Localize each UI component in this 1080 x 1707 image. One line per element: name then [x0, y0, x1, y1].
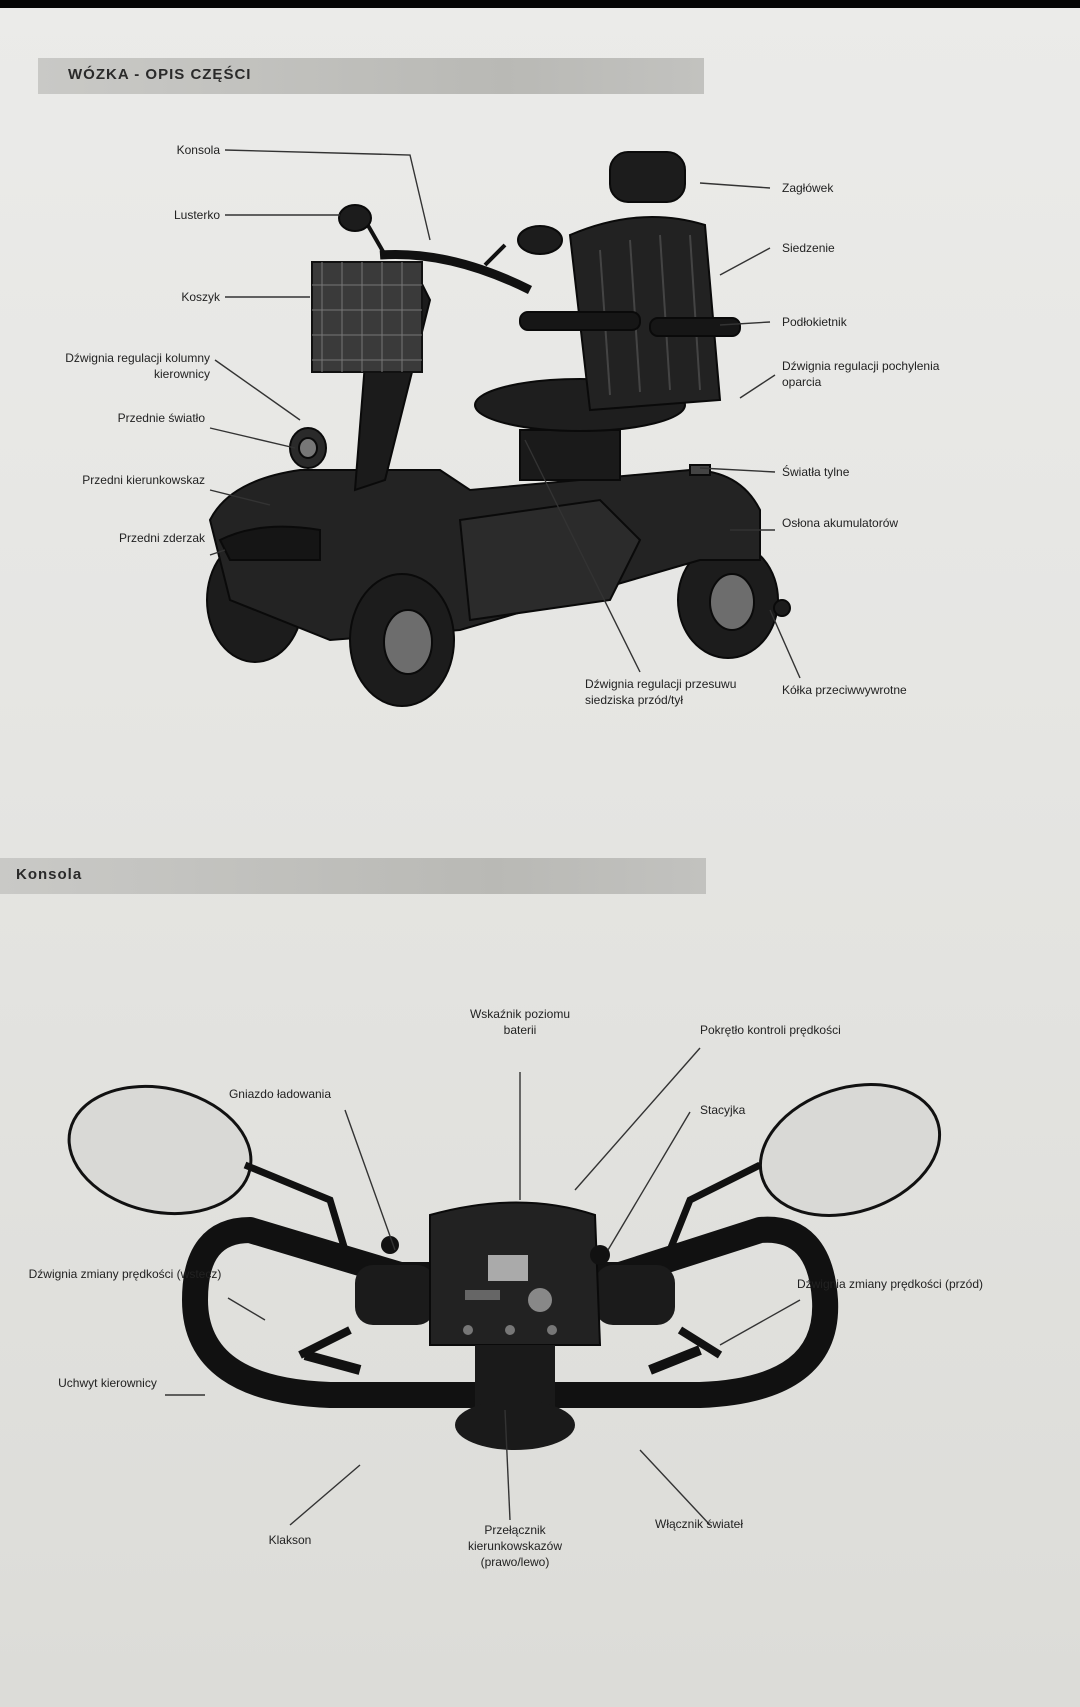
label-dzwignia-siedziska: Dźwignia regulacji przesuwu siedziska pr… — [585, 677, 737, 707]
label-koszyk: Koszyk — [181, 290, 220, 304]
section-header-parts: WÓZKA - OPIS CZĘŚCI — [38, 58, 704, 94]
label-dzwignia-wstecz: Dźwignia zmiany prędkości (wstecz) — [28, 1267, 222, 1281]
label-podlokietnik: Podłokietnik — [782, 315, 847, 329]
label-uchwyt-kierownicy: Uchwyt kierownicy — [58, 1376, 157, 1390]
photo-edge — [0, 0, 1080, 8]
label-lusterko: Lusterko — [173, 208, 220, 222]
label-dzwignia-kolumny: Dźwignia regulacji kolumny kierownicy — [65, 351, 210, 381]
label-stacyjka: Stacyjka — [700, 1103, 746, 1117]
label-przelacznik-kierunkowskazow: Przełącznik kierunkowskazów (prawo/lewo) — [467, 1523, 563, 1569]
label-przedni-zderzak: Przedni zderzak — [118, 531, 205, 545]
label-swiatla-tylne: Światła tylne — [782, 465, 850, 479]
label-zaglowek: Zagłówek — [782, 181, 834, 195]
label-przednie-swiatlo: Przednie światło — [117, 411, 205, 425]
label-przedni-kierunkowskaz: Przedni kierunkowskaz — [82, 473, 205, 487]
section-title-console: Konsola — [16, 866, 83, 883]
label-konsola: Konsola — [176, 143, 220, 157]
section-header-console: Konsola — [0, 858, 706, 894]
label-pokretlo-predkosci: Pokrętło kontroli prędkości — [700, 1023, 841, 1037]
label-kolka: Kółka przeciwwywrotne — [782, 683, 907, 697]
label-dzwignia-oparcia: Dźwignia regulacji pochylenia oparcia — [782, 359, 940, 389]
label-gniazdo-ladowania: Gniazdo ładowania — [228, 1087, 332, 1101]
label-siedzenie: Siedzenie — [782, 241, 835, 255]
label-dzwignia-przod: Dźwignia zmiany prędkości (przód) — [796, 1277, 984, 1291]
section-title-parts: WÓZKA - OPIS CZĘŚCI — [68, 66, 252, 83]
label-oslona-akumulatorow: Osłona akumulatorów — [782, 516, 899, 530]
label-klakson: Klakson — [268, 1533, 312, 1547]
label-wlacznik-swiatel: Włącznik świateł — [655, 1517, 744, 1531]
label-wskaznik-baterii: Wskaźnik poziomu baterii — [469, 1007, 571, 1037]
